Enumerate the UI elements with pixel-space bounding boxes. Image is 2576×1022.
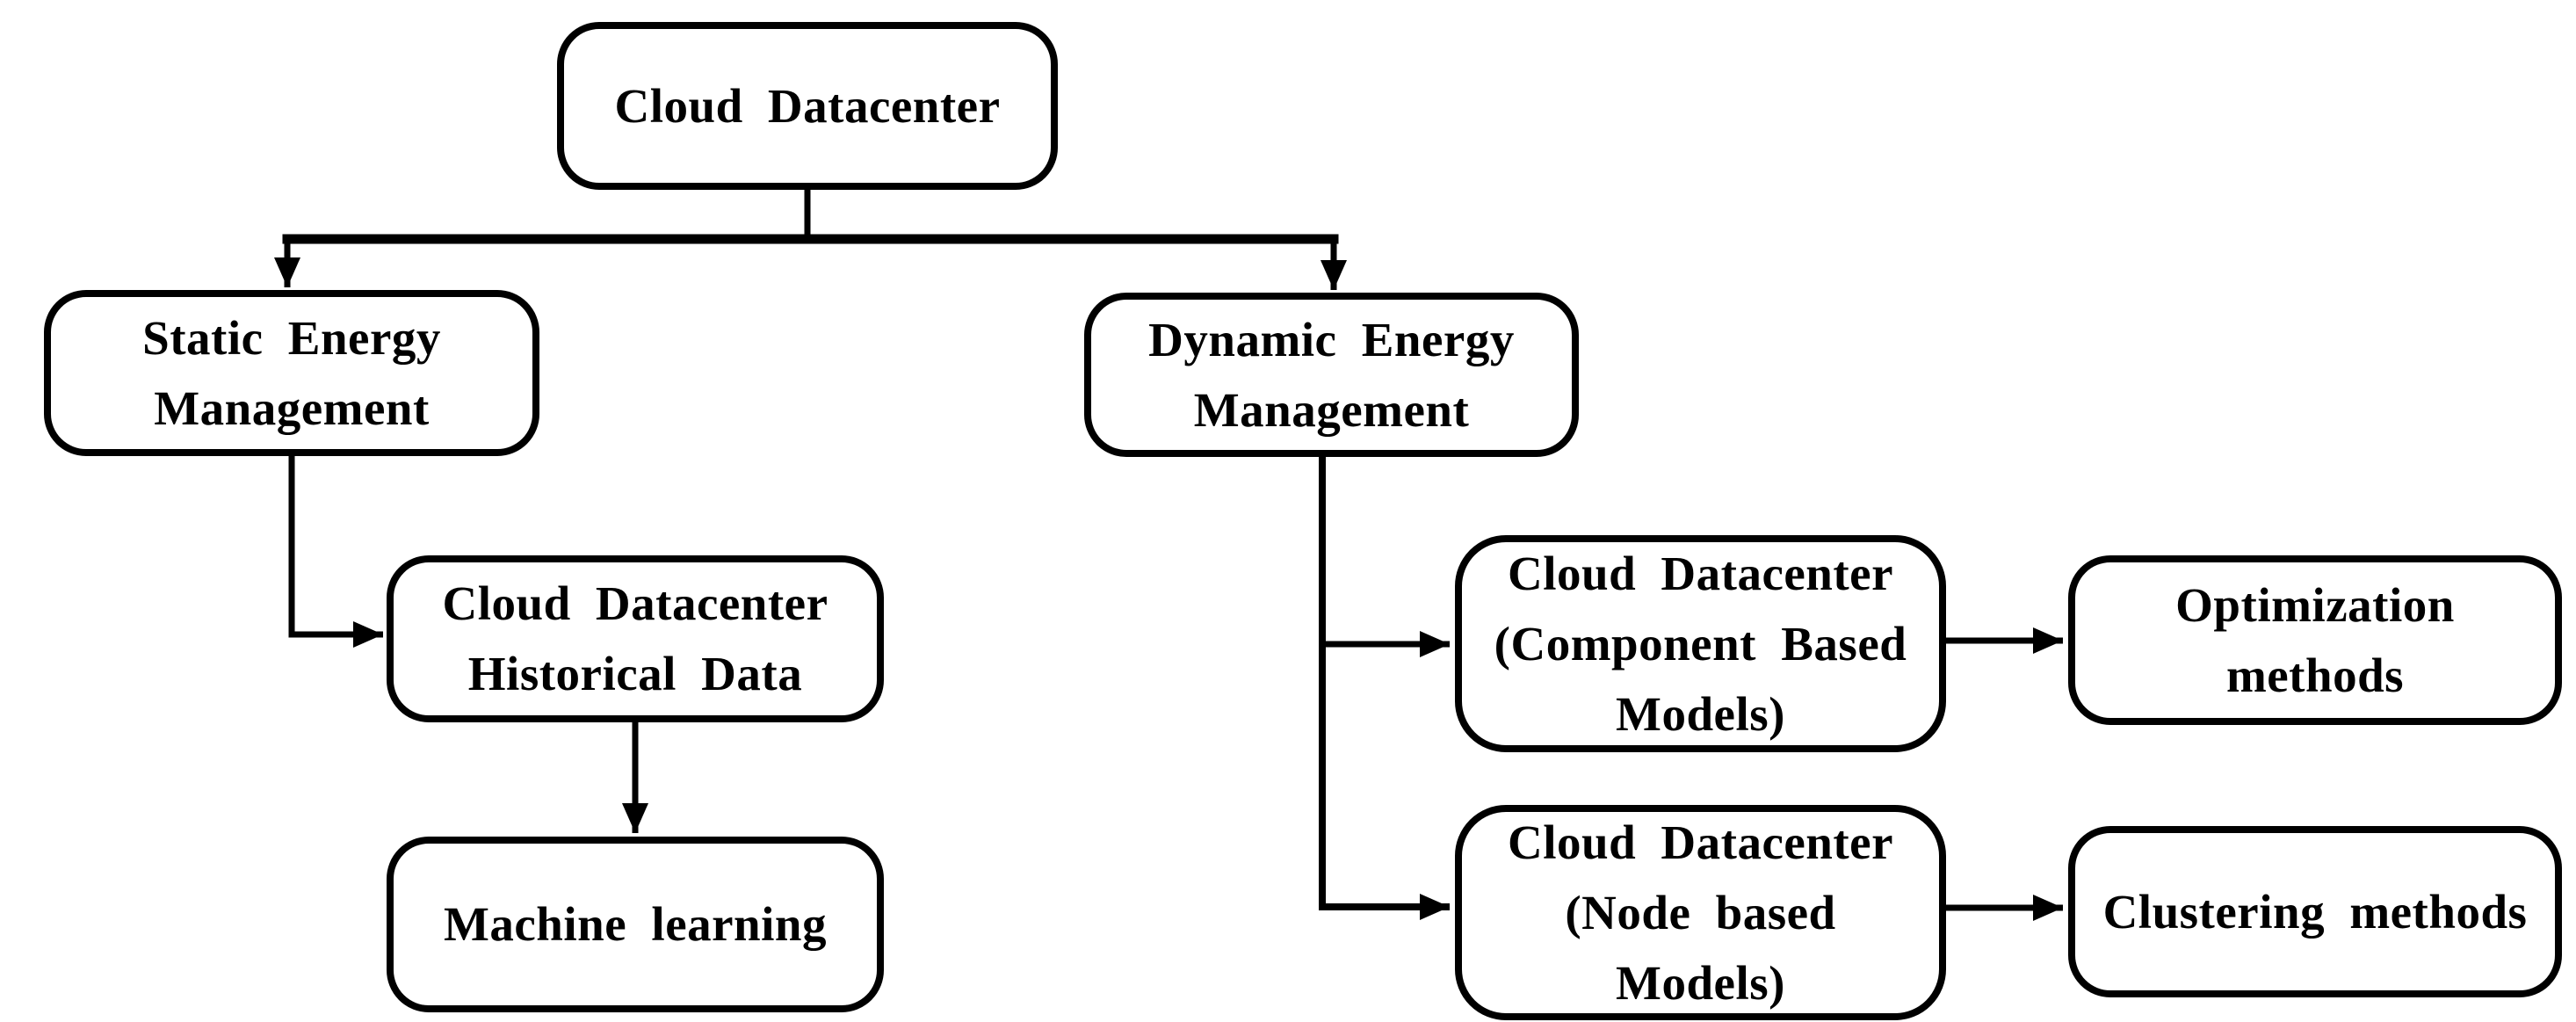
node-cloud-datacenter: Cloud Datacenter bbox=[557, 22, 1058, 190]
node-machine-learning: Machine learning bbox=[387, 837, 884, 1012]
node-label: Dynamic Energy bbox=[1148, 312, 1515, 366]
node-label: Historical Data bbox=[467, 647, 803, 700]
node-label: Clustering methods bbox=[2102, 884, 2528, 939]
node-label: Management bbox=[154, 381, 430, 435]
node-static-energy-management: Static Energy Management bbox=[44, 290, 539, 456]
node-dynamic-energy-management: Dynamic Energy Management bbox=[1084, 293, 1579, 457]
node-clustering-methods: Clustering methods bbox=[2068, 826, 2562, 997]
node-cloud-datacenter-historical-data: Cloud Datacenter Historical Data bbox=[387, 555, 884, 722]
node-label: Machine learning bbox=[443, 897, 827, 951]
node-label: methods bbox=[2225, 648, 2405, 702]
node-label: Cloud Datacenter bbox=[614, 78, 1001, 133]
node-label: (Component Based bbox=[1494, 616, 1907, 670]
connector-static-to-historical bbox=[288, 453, 383, 648]
connector-dynamic-to-node bbox=[1319, 454, 1450, 920]
node-component-based-models: Cloud Datacenter (Component Based Models… bbox=[1455, 535, 1946, 752]
node-label: Models) bbox=[1616, 686, 1785, 741]
node-label: Static Energy bbox=[142, 310, 441, 365]
node-label: Cloud Datacenter bbox=[1507, 815, 1893, 869]
node-label: Cloud Datacenter bbox=[442, 576, 829, 630]
node-label: Cloud Datacenter bbox=[1507, 546, 1893, 600]
node-label: Optimization bbox=[2175, 577, 2455, 632]
node-optimization-methods: Optimization methods bbox=[2068, 555, 2562, 725]
node-node-based-models: Cloud Datacenter (Node based Models) bbox=[1455, 805, 1946, 1020]
node-label: Models) bbox=[1616, 955, 1785, 1010]
node-label: Management bbox=[1193, 382, 1470, 437]
node-label: (Node based bbox=[1565, 885, 1836, 939]
